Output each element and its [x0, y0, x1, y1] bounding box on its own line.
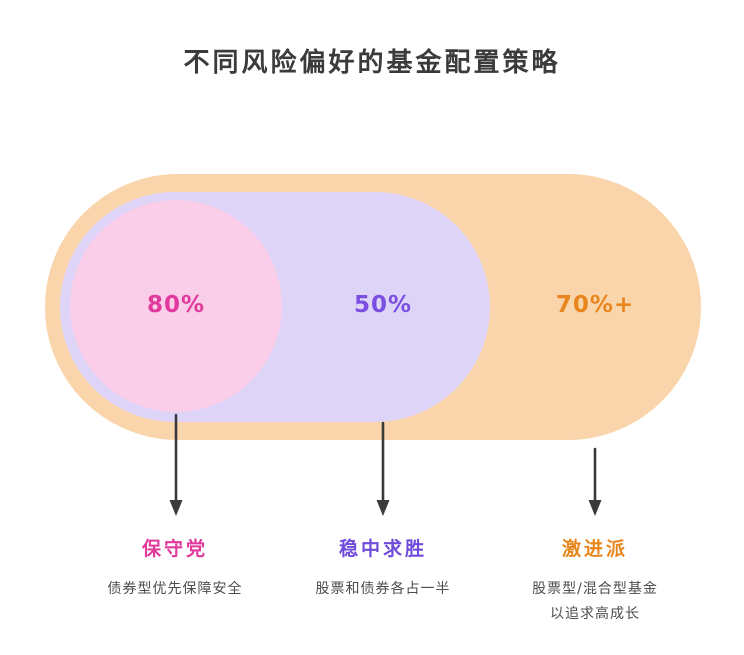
balanced-percent: 50% [353, 292, 413, 318]
conservative-description: 债券型优先保障安全 [107, 581, 243, 597]
down-arrow-icon [169, 413, 183, 516]
conservative-zone-circle [70, 200, 282, 412]
conservative-label: 保守党 [141, 538, 208, 560]
aggressive-description: 股票型/混合型基金 以追求高成长 [532, 581, 658, 623]
conservative-percent: 80% [146, 292, 206, 318]
aggressive-label: 激进派 [561, 538, 628, 560]
aggressive-percent: 70%+ [555, 292, 635, 318]
balanced-label: 稳中求胜 [338, 538, 427, 560]
down-arrow-icon [588, 447, 602, 516]
balanced-description: 股票和债券各占一半 [315, 581, 451, 597]
page-title: 不同风险偏好的基金配置策略 [183, 48, 561, 78]
down-arrow-icon [376, 421, 390, 516]
